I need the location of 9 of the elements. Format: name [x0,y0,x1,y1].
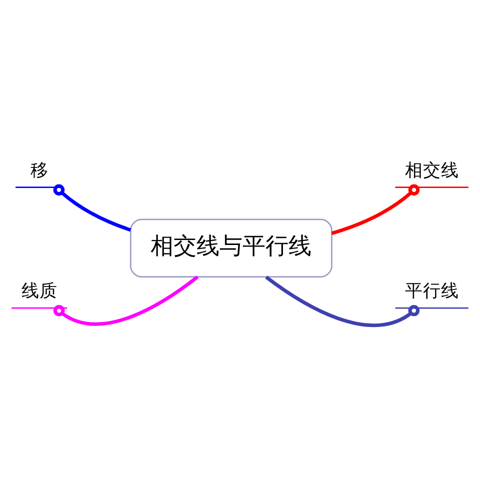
node-text: 线质 [21,281,58,302]
node-box: 相交线与平行线 [130,218,332,277]
node-text: 移 [30,160,48,180]
connector [265,275,420,326]
connector [53,275,199,326]
connector [331,184,420,234]
connector [53,184,132,232]
node-text: 相交线 [404,160,459,180]
node-text: 平行线 [404,281,459,302]
